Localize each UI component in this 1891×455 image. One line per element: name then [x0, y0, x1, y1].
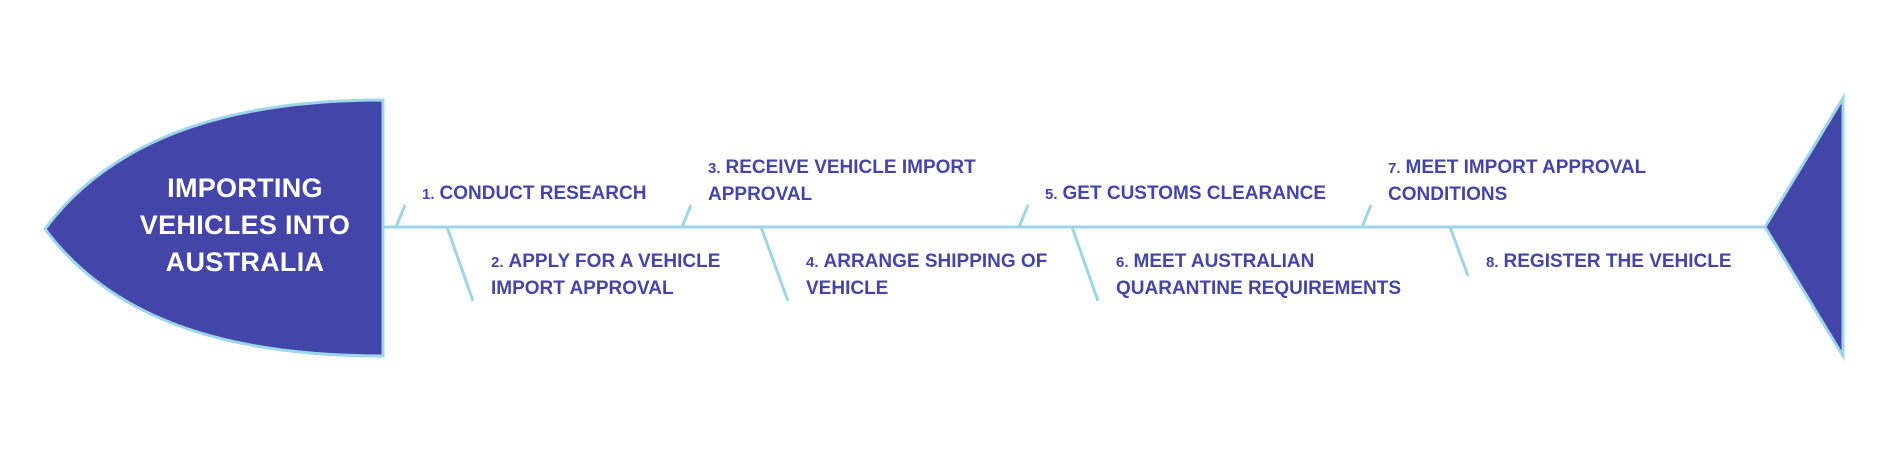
step-6-number: 6. — [1116, 254, 1129, 271]
step-8-text: REGISTER THE VEHICLE — [1503, 251, 1732, 272]
step-3-text-line-2: APPROVAL — [708, 184, 813, 205]
rib-step-3 — [680, 204, 693, 228]
step-5-number: 5. — [1045, 186, 1058, 203]
step-3-number: 3. — [708, 160, 721, 177]
step-3-text-line-1: RECEIVE VEHICLE IMPORT — [725, 157, 976, 178]
rib-step-1 — [394, 204, 407, 228]
step-1-label: 1.CONDUCT RESEARCH — [422, 181, 646, 208]
step-6-text-line-2: QUARANTINE REQUIREMENTS — [1116, 278, 1402, 299]
step-1-number: 1. — [422, 186, 435, 203]
step-5-label: 5.GET CUSTOMS CLEARANCE — [1045, 181, 1326, 208]
rib-step-6 — [1070, 226, 1100, 302]
title-line-1: IMPORTING — [167, 173, 323, 203]
step-7-text-line-2: CONDITIONS — [1388, 184, 1508, 205]
rib-step-7 — [1360, 204, 1373, 228]
step-2-text-line-2: IMPORT APPROVAL — [491, 278, 674, 299]
step-1-text: CONDUCT RESEARCH — [439, 183, 647, 204]
title-line-3: AUSTRALIA — [165, 247, 325, 277]
step-8-number: 8. — [1486, 254, 1499, 271]
step-4-number: 4. — [806, 254, 819, 271]
step-4-label: 4.ARRANGE SHIPPING OF VEHICLE — [806, 249, 1047, 302]
fish-head-shape — [43, 98, 385, 358]
step-6-label: 6.MEET AUSTRALIAN QUARANTINE REQUIREMENT… — [1116, 249, 1401, 302]
step-4-text-line-1: ARRANGE SHIPPING OF — [823, 251, 1048, 272]
title-line-2: VEHICLES INTO — [139, 210, 351, 240]
step-2-number: 2. — [491, 254, 504, 271]
step-7-number: 7. — [1388, 160, 1401, 177]
step-2-text-line-1: APPLY FOR A VEHICLE — [508, 251, 721, 272]
step-2-label: 2.APPLY FOR A VEHICLE IMPORT APPROVAL — [491, 249, 720, 302]
step-5-text: GET CUSTOMS CLEARANCE — [1062, 183, 1327, 204]
step-4-text-line-2: VEHICLE — [806, 278, 889, 299]
rib-step-2 — [445, 226, 475, 302]
rib-step-4 — [759, 226, 790, 302]
diagram-title: IMPORTING VEHICLES INTO AUSTRALIA — [110, 170, 380, 281]
rib-step-8 — [1448, 226, 1470, 277]
fish-tail-shape — [1763, 92, 1845, 362]
step-7-text-line-1: MEET IMPORT APPROVAL — [1405, 157, 1647, 178]
step-7-label: 7.MEET IMPORT APPROVAL CONDITIONS — [1388, 155, 1646, 208]
step-6-text-line-1: MEET AUSTRALIAN — [1133, 251, 1315, 272]
step-8-label: 8.REGISTER THE VEHICLE — [1486, 249, 1732, 276]
step-3-label: 3.RECEIVE VEHICLE IMPORT APPROVAL — [708, 155, 976, 208]
rib-step-5 — [1017, 204, 1030, 228]
